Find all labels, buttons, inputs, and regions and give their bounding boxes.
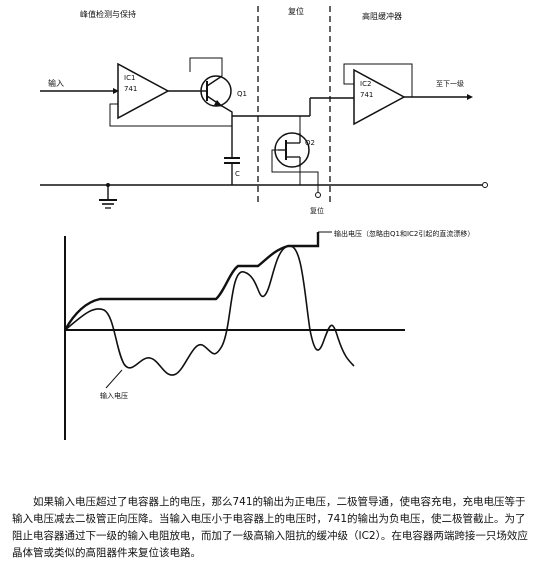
input-voltage-curve — [64, 245, 355, 376]
input-arrow-icon — [113, 88, 119, 94]
q1-emitter-wire — [221, 105, 233, 116]
q1-collector-wire — [189, 57, 223, 76]
reset-label: 复位 — [310, 206, 324, 215]
input-label: 输入 — [48, 78, 64, 88]
section-title-buffer: 高阻缓冲器 — [362, 11, 402, 21]
op-amp-ic1: IC1 741 — [117, 62, 170, 120]
ic1-name: IC1 — [124, 74, 135, 82]
transistor-q1: Q1 — [200, 75, 247, 107]
cap-label: C — [235, 170, 240, 178]
peak-detector-figure: 峰值检测与保持 复位 高阻缓冲器 输入 IC1 741 Q1 — [40, 6, 488, 440]
capacitor-c: C — [224, 116, 240, 185]
circuit-schematic: 峰值检测与保持 复位 高阻缓冲器 输入 IC1 741 Q1 — [40, 6, 488, 215]
ic2-name: IC2 — [360, 80, 371, 88]
ground-terminal — [482, 182, 488, 188]
ic1-part: 741 — [124, 85, 137, 93]
waveform-plot: 输出电压（忽略由Q1和IC2引起的直流漂移） 输入电压 — [63, 229, 474, 440]
reset-terminal — [315, 192, 321, 198]
ground-icon — [99, 185, 117, 209]
output-voltage-label: 输出电压（忽略由Q1和IC2引起的直流漂移） — [334, 229, 474, 238]
input-voltage-label: 输入电压 — [100, 391, 128, 400]
reset-gate-wire — [271, 149, 319, 192]
ic1-feedback-wire — [109, 103, 233, 127]
q1-label: Q1 — [237, 90, 247, 98]
q2-label: Q2 — [305, 139, 315, 147]
output-arrow-icon — [467, 94, 473, 100]
section-title-reset: 复位 — [288, 6, 304, 16]
ic2-feedback-wire — [343, 63, 413, 97]
ic2-part: 741 — [360, 91, 373, 99]
section-title-peak-detect: 峰值检测与保持 — [80, 9, 136, 19]
caption-text: 如果输入电压超过了电容器上的电压，那么741的输出为正电压，二极管导通，使电容充… — [12, 496, 528, 559]
output-voltage-curve — [63, 232, 320, 331]
fet-q2: Q2 — [274, 132, 315, 168]
output-label: 至下一级 — [436, 79, 464, 88]
input-annotation-leader — [105, 369, 123, 389]
op-amp-ic2: IC2 741 — [353, 68, 406, 126]
ground-junction — [106, 183, 110, 187]
